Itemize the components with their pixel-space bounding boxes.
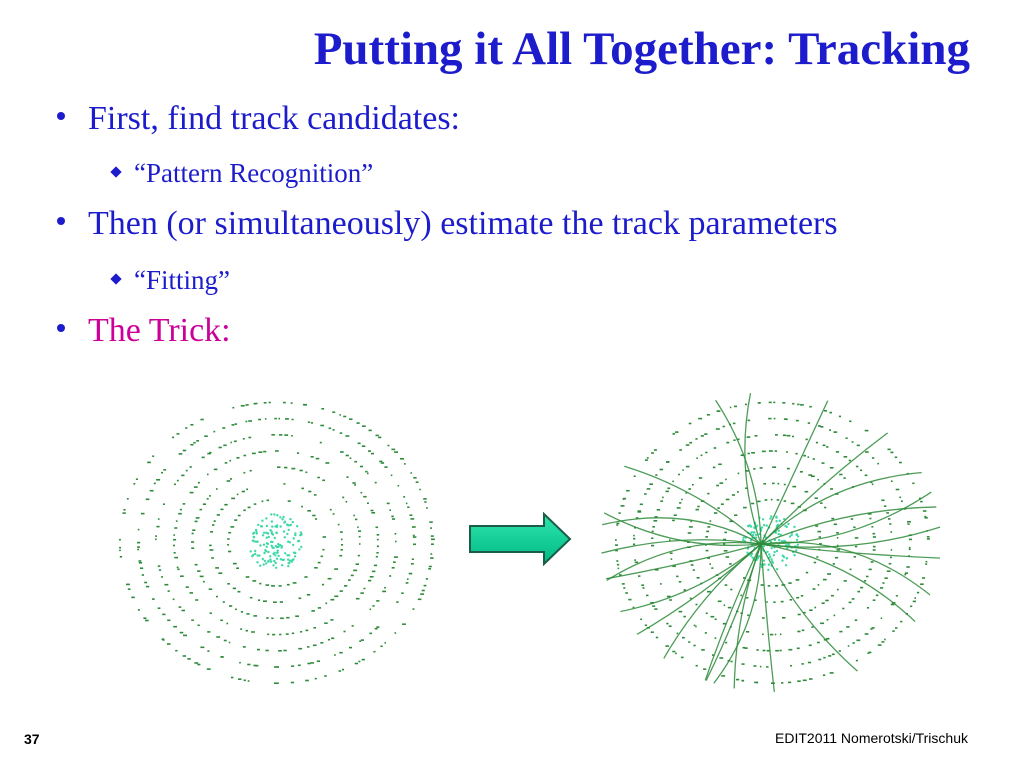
- bullet-1: First, find track candidates:: [52, 100, 460, 138]
- sub-bullet-2-text: “Fitting”: [134, 265, 230, 295]
- bullet-2-text: Then (or simultaneously) estimate the tr…: [88, 205, 838, 242]
- sub-bullet-1-text: “Pattern Recognition”: [134, 158, 374, 188]
- sub-bullet-1: “Pattern Recognition”: [110, 158, 373, 189]
- right-arrow-icon: [469, 512, 572, 566]
- detector-hits-with-tracks-icon: [601, 392, 941, 692]
- detector-hits-before-icon: [105, 392, 445, 692]
- footer-credit: EDIT2011 Nomerotski/Trischuk: [775, 730, 968, 746]
- bullet-dot-icon: [57, 112, 65, 120]
- bullet-1-text: First, find track candidates:: [88, 100, 461, 137]
- bullet-dot-icon: [57, 324, 65, 332]
- bullet-3: The Trick:: [52, 312, 231, 350]
- bullet-dot-icon: [57, 217, 65, 225]
- diamond-bullet-icon: [110, 273, 122, 285]
- sub-bullet-2: “Fitting”: [110, 265, 230, 296]
- bullet-3-text: The Trick:: [88, 312, 231, 349]
- diamond-bullet-icon: [110, 166, 122, 178]
- page-number: 37: [24, 731, 40, 747]
- page-title: Putting it All Together: Tracking: [313, 23, 970, 75]
- bullet-2: Then (or simultaneously) estimate the tr…: [52, 205, 838, 243]
